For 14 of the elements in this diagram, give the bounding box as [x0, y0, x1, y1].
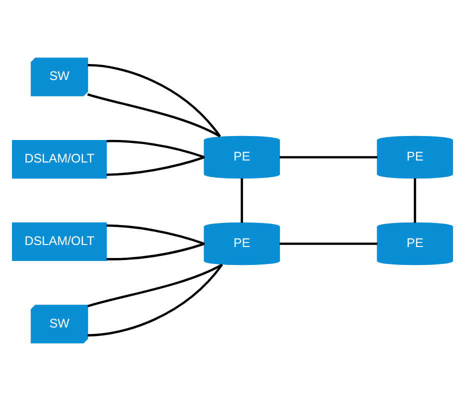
connector [106, 242, 205, 260]
node-box: DSLAM/OLT [12, 222, 107, 260]
connector [280, 156, 378, 158]
connector [87, 263, 223, 307]
connector [240, 178, 244, 222]
connector [106, 139, 205, 158]
connector [106, 156, 205, 176]
connector [414, 178, 416, 222]
connector [88, 263, 223, 336]
node-box: DSLAM/OLT [12, 140, 107, 178]
connector [88, 64, 221, 137]
connector [280, 242, 378, 244]
connector [87, 92, 221, 137]
connector [106, 224, 205, 244]
